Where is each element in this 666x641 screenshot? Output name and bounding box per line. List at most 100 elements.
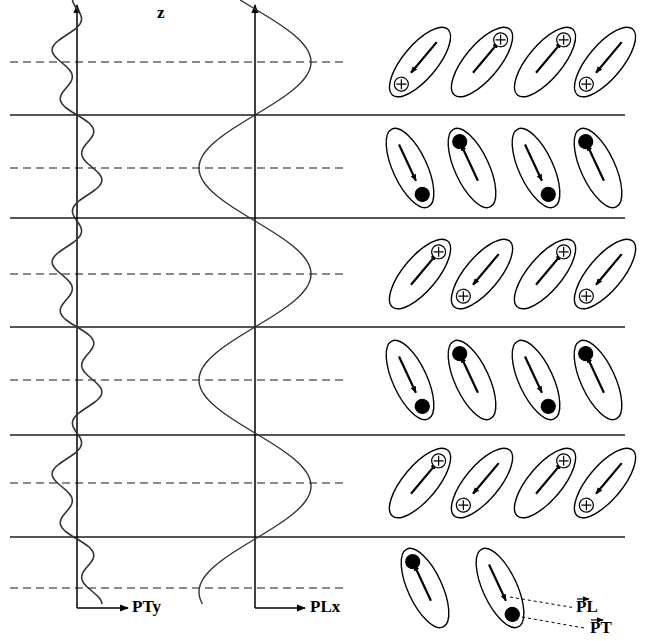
dipole-arrow — [461, 144, 478, 180]
charge-site — [429, 451, 449, 471]
dipole-arrow — [411, 254, 437, 285]
plus-sign — [496, 35, 506, 45]
axis-label: z — [157, 3, 165, 22]
molecule — [466, 542, 533, 634]
charge-site — [413, 397, 432, 416]
label-holder: PTy — [132, 598, 161, 617]
charge-site — [453, 495, 473, 515]
axes — [77, 5, 305, 608]
layer-midline — [10, 379, 345, 380]
dipole-arrow — [536, 254, 562, 285]
plus-sign — [458, 291, 468, 301]
molecule — [502, 334, 569, 426]
dipole-arrow — [414, 564, 431, 600]
molecule-outline — [379, 230, 460, 318]
molecule — [441, 18, 522, 106]
dipole-arrow — [536, 42, 562, 73]
dipole-arrow — [596, 254, 622, 285]
molecule — [504, 18, 585, 106]
transverse-polarization-curve — [52, 0, 102, 604]
molecules — [376, 18, 645, 634]
molecule-outline — [502, 334, 569, 426]
charge-site — [576, 495, 596, 515]
dipole-arrow — [596, 42, 622, 73]
charge-site — [576, 132, 595, 151]
molecule-outline — [376, 334, 443, 426]
dipole-arrow — [461, 356, 478, 392]
dipole-arrow — [596, 463, 622, 494]
label-holder: PLx — [310, 598, 340, 617]
molecule-outline — [504, 439, 585, 527]
charge-site — [429, 242, 449, 262]
vector-label: PL — [576, 597, 598, 616]
vector-label: PLx — [310, 597, 340, 616]
molecule-outline — [564, 439, 645, 527]
charge-site — [576, 286, 596, 306]
molecule-outline — [441, 439, 522, 527]
molecule — [502, 122, 569, 214]
dipole-arrow — [525, 356, 542, 392]
layer-lines — [10, 62, 625, 588]
plus-sign — [396, 79, 406, 89]
dipole-arrow — [399, 356, 416, 392]
molecule-outline — [379, 439, 460, 527]
longitudinal-polarization-curve — [199, 0, 311, 604]
charge-site — [576, 74, 596, 94]
dipole-arrow — [411, 42, 437, 73]
molecule — [564, 18, 645, 106]
molecule-outline — [504, 18, 585, 106]
dipole-arrow — [399, 144, 416, 180]
molecule — [391, 542, 458, 634]
charge-site — [503, 605, 522, 624]
axis — [77, 607, 128, 609]
plus-sign — [458, 500, 468, 510]
molecule-outline — [564, 122, 631, 214]
molecule-outline — [502, 122, 569, 214]
label-holder: z — [157, 4, 165, 23]
molecule — [441, 230, 522, 318]
layer-boundary — [10, 217, 625, 219]
molecule — [379, 439, 460, 527]
charge-site — [539, 185, 558, 204]
dipole-arrow — [536, 463, 562, 494]
molecule — [504, 230, 585, 318]
label-holder: PL — [576, 598, 598, 617]
dipole-arrow — [587, 144, 604, 180]
axis — [254, 5, 256, 608]
plus-sign — [559, 247, 569, 257]
layer-midline — [10, 167, 345, 168]
molecule-outline — [376, 122, 443, 214]
molecule — [504, 439, 585, 527]
charge-site — [413, 185, 432, 204]
layer-boundary — [10, 434, 625, 436]
molecule-outline — [441, 230, 522, 318]
molecule-outline — [466, 542, 533, 634]
molecule-outline — [438, 122, 505, 214]
molecule — [438, 122, 505, 214]
molecule — [438, 334, 505, 426]
molecule-outline — [379, 18, 460, 106]
molecule-outline — [391, 542, 458, 634]
molecule — [564, 230, 645, 318]
plus-sign — [434, 456, 444, 466]
charge-site — [403, 552, 422, 571]
layer-boundary — [10, 114, 625, 116]
molecule-outline — [564, 334, 631, 426]
vector-label: PTy — [132, 597, 161, 616]
molecule — [379, 18, 460, 106]
axis — [255, 607, 305, 609]
molecule — [379, 230, 460, 318]
polarization-curves — [52, 0, 311, 604]
charge-site — [450, 132, 469, 151]
layer-midline — [10, 587, 345, 588]
charge-site — [554, 242, 574, 262]
molecule-outline — [564, 18, 645, 106]
layer-boundary — [10, 326, 625, 328]
molecule-outline — [441, 18, 522, 106]
charge-site — [554, 451, 574, 471]
label-holder: PT — [590, 619, 612, 638]
dipole-arrow — [489, 564, 506, 600]
layer-midline — [10, 482, 345, 483]
